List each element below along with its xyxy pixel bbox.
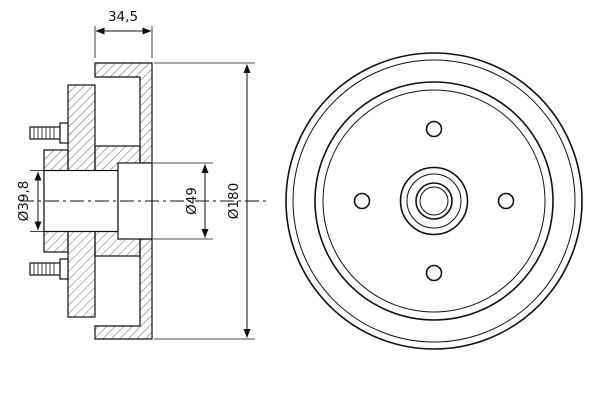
dim-label-hub-bore: Ø39,8 <box>16 181 32 222</box>
outer-chamfer-circle <box>292 59 576 343</box>
hub-outer-circle <box>399 166 469 236</box>
dimension-hub-bore: Ø39,8 <box>16 170 44 232</box>
bore-inner-circle <box>419 186 449 216</box>
bolt-hole-top <box>425 120 443 138</box>
dim-label-pilot-bore: Ø49 <box>184 187 200 215</box>
hub-step-circle <box>406 173 462 229</box>
dim-label-depth: 34,5 <box>108 9 138 25</box>
front-view <box>285 52 583 350</box>
dimension-outer-diameter: Ø180 <box>154 62 255 340</box>
outer-circle <box>285 52 583 350</box>
dimension-pilot-bore: Ø49 <box>153 162 213 240</box>
dimension-depth: 34,5 <box>94 9 153 58</box>
stud-bolt-bottom <box>29 258 69 280</box>
hub-bore-circle <box>415 182 453 220</box>
bolt-hole-right <box>497 192 515 210</box>
bolt-hole-left <box>353 192 371 210</box>
bolt-hole-bottom <box>425 264 443 282</box>
drum-recess-circle <box>322 89 546 313</box>
dim-label-outer-diameter: Ø180 <box>226 183 242 219</box>
drum-face-circle <box>314 81 554 321</box>
stud-bolt-top <box>29 122 69 144</box>
section-view <box>20 62 270 340</box>
